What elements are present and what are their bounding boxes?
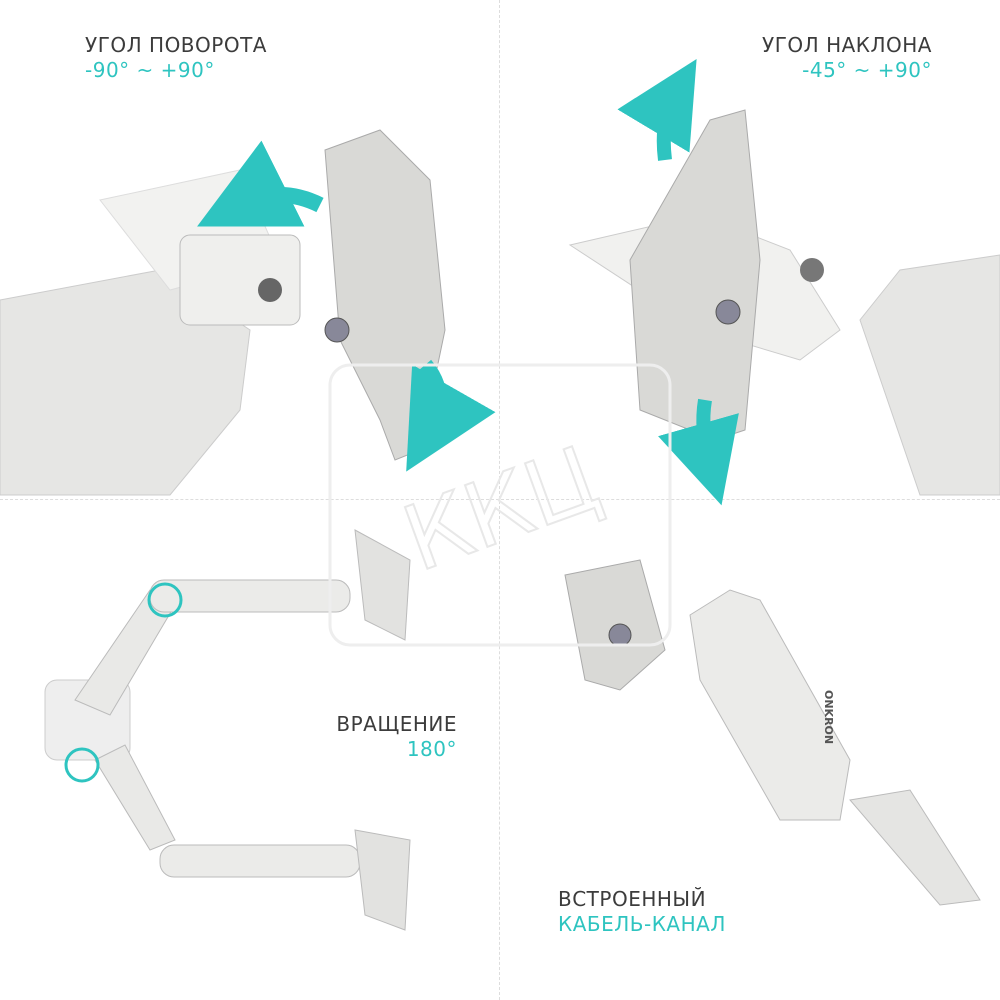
tilt-title: УГОЛ НАКЛОНА — [762, 33, 932, 57]
cable-channel-label: ВСТРОЕННЫЙ КАБЕЛЬ-КАНАЛ — [558, 887, 726, 937]
divider-horizontal — [0, 499, 1000, 500]
tilt-angle-label: УГОЛ НАКЛОНА -45° ~ +90° — [762, 33, 932, 83]
watermark: ККЦ — [328, 363, 672, 647]
swivel-mount — [0, 129, 496, 496]
swivel-value: -90° ~ +90° — [85, 58, 215, 82]
cable-value: КАБЕЛЬ-КАНАЛ — [558, 912, 726, 936]
brand-logo: ONKRON — [822, 690, 835, 744]
tilt-value: -45° ~ +90° — [802, 58, 932, 82]
rotation-label: ВРАЩЕНИЕ 180° — [336, 712, 457, 762]
swivel-title: УГОЛ ПОВОРОТА — [85, 33, 267, 57]
gas-spring-arm: ONKRON — [564, 559, 981, 906]
rotation-value: 180° — [406, 737, 457, 761]
rotation-arm — [44, 529, 411, 931]
cable-title: ВСТРОЕННЫЙ — [558, 887, 707, 911]
swivel-angle-label: УГОЛ ПОВОРОТА -90° ~ +90° — [85, 33, 267, 83]
tilt-mount — [568, 58, 1000, 506]
svg-text:ККЦ: ККЦ — [391, 426, 613, 592]
divider-vertical — [499, 0, 500, 1000]
rotation-title: ВРАЩЕНИЕ — [336, 712, 457, 736]
